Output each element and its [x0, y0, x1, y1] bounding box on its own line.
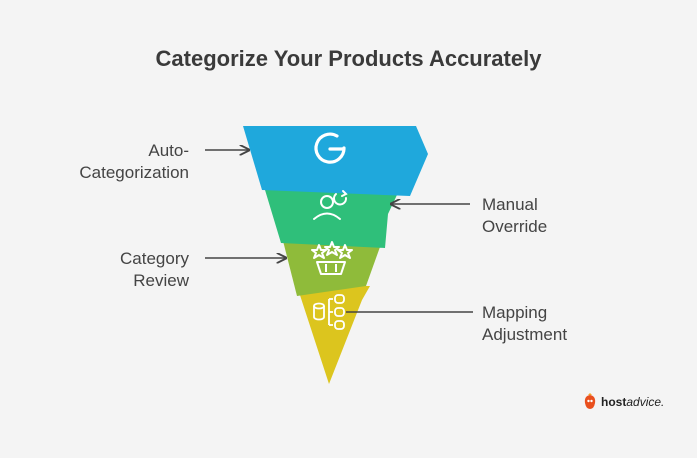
- stage-label-line: Auto-: [148, 141, 189, 160]
- google-g-icon: [314, 132, 346, 164]
- brand-logo: hostadvice.: [582, 392, 664, 412]
- page-title: Categorize Your Products Accurately: [155, 46, 542, 71]
- stage-label-line: Override: [482, 217, 548, 236]
- database-hierarchy-icon: [313, 294, 345, 330]
- stage-label-line: Review: [133, 271, 189, 290]
- brand-text-advice: advice.: [626, 395, 665, 409]
- person-refresh-icon: [313, 190, 348, 220]
- stage-label-line: Categorization: [79, 163, 189, 182]
- stage-label-auto-categorization: Auto- Categorization: [79, 140, 189, 184]
- stage-label-line: Mapping: [482, 303, 548, 322]
- basket-stars-icon: [311, 241, 353, 275]
- brand-text-host: host: [601, 395, 627, 409]
- stage-label-line: Manual: [482, 195, 538, 214]
- stage-label-line: Category: [120, 249, 189, 268]
- stage-label-mapping-adjustment: Mapping Adjustment: [482, 302, 567, 346]
- stage-label-line: Adjustment: [482, 325, 568, 344]
- brand-mascot-icon: [584, 393, 596, 409]
- funnel-segment-mapping-adjustment: [297, 286, 370, 384]
- stage-label-manual-override: Manual Override: [482, 194, 547, 238]
- funnel-segment-category-review: [281, 233, 385, 296]
- stage-label-category-review: Category Review: [120, 248, 189, 292]
